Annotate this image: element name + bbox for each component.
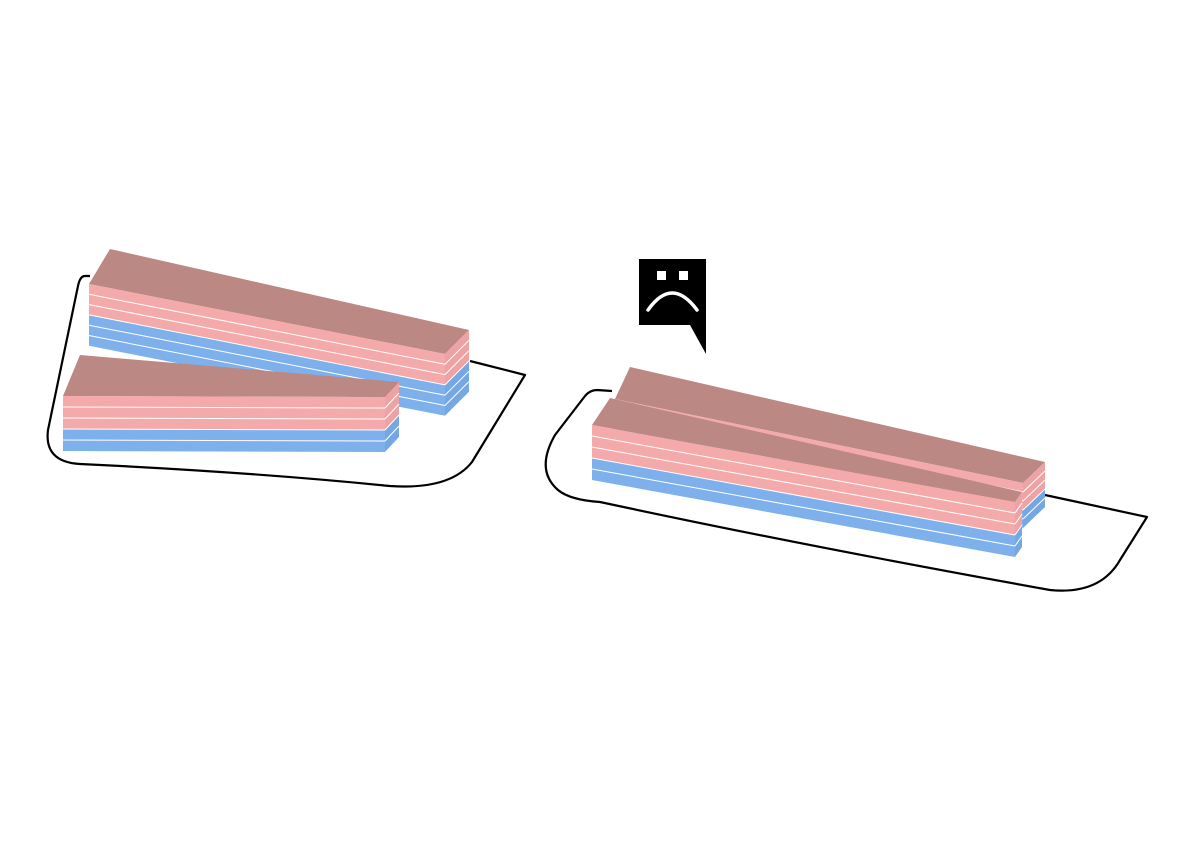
left-back-building-side-floor-4 [445, 360, 469, 396]
right-site-outline [544, 388, 1149, 592]
right-front-building-side-floor-line-1 [1014, 502, 1023, 514]
left-back-building-front-floor-4 [89, 314, 445, 396]
right-front-building-side-floor-4 [1015, 525, 1022, 546]
left-back-building-side-floor-6 [445, 381, 469, 416]
right-back-building-roof [615, 367, 1045, 483]
left-front-building-floor-line-1 [62, 406, 386, 409]
left-front-building-side-floor-1 [385, 382, 399, 408]
right-back-building-side-floor-4 [1023, 489, 1045, 519]
right-front-building-front-floor-4 [592, 458, 1015, 546]
right-back-building-side-floor-line-2 [1022, 479, 1046, 502]
left-back-building-side-floor-1 [445, 330, 469, 365]
right-front-building-floor-line-3 [591, 457, 1016, 536]
left-back-building-side-floor-line-5 [444, 381, 470, 406]
left-back-building-side-floor-5 [445, 371, 469, 406]
left-site-outline [46, 274, 527, 488]
left-front-building-side-floor-line-3 [384, 414, 400, 431]
sad-face-speech-bubble-icon [639, 259, 706, 354]
buildings-group [62, 249, 1046, 557]
right-back-building-side-floor-1 [1023, 462, 1045, 492]
left-back-building-side-floor-line-3 [444, 360, 470, 386]
face-left-eye-icon [657, 271, 666, 280]
left-back-building-roof [89, 249, 469, 354]
right-back-building-side-floor-2 [1023, 471, 1045, 501]
right-back-building-side-floor-5 [1023, 498, 1045, 528]
right-front-building-front-floor-1 [592, 425, 1015, 513]
left-back-building-side-floor-3 [445, 350, 469, 385]
right-front-building-side-floor-line-3 [1014, 524, 1023, 536]
left-front-building-front-floor-3 [63, 418, 385, 430]
left-front-building-front-floor-2 [63, 407, 385, 419]
left-back-building-side-floor-2 [445, 340, 469, 375]
left-front-building-side-floor-4 [385, 415, 399, 441]
right-front-building-side-floor-5 [1015, 536, 1022, 557]
left-front-building-side-floor-line-4 [384, 425, 400, 442]
speech-bubble-icon [639, 259, 706, 354]
left-back-building-floor-line-1 [88, 293, 446, 365]
right-front-building-floor-line-2 [591, 446, 1016, 525]
left-front-building-side-floor-line-2 [384, 403, 400, 420]
left-back-building-front-floor-2 [89, 294, 445, 375]
right-front-building-front-floor-3 [592, 447, 1015, 535]
right-back-building-side-floor-line-3 [1022, 488, 1046, 511]
left-front-building-front-floor-1 [63, 396, 385, 408]
left-front-building-side-floor-5 [385, 426, 399, 452]
right-front-building-floor-line-4 [591, 468, 1016, 547]
left-back-building-floor-line-3 [88, 314, 446, 386]
left-back-building-side-floor-line-1 [444, 339, 470, 365]
left-back-building-floor-line-2 [88, 304, 446, 376]
left-front-building-floor-line-4 [62, 439, 386, 442]
right-front-building-side-floor-line-2 [1014, 513, 1023, 525]
left-front-building-roof [63, 355, 399, 397]
right-front-building-front-floor-5 [592, 469, 1015, 557]
right-front-building-side-floor-line-4 [1014, 535, 1023, 547]
face-frown-icon [646, 291, 699, 312]
left-front-building-front-floor-5 [63, 440, 385, 452]
left-back-building-front-floor-3 [89, 304, 445, 385]
left-front-building-side-floor-line-1 [384, 392, 400, 409]
left-back-building-side-floor-line-2 [444, 350, 470, 375]
left-back-building-side-floor-line-4 [444, 370, 470, 396]
right-front-building-side-floor-3 [1015, 514, 1022, 535]
left-front-building-side-floor-2 [385, 393, 399, 419]
right-front-building-floor-line-1 [591, 435, 1016, 514]
right-back-building-front-floor-1 [615, 399, 1023, 492]
right-front-building-roof [592, 398, 1022, 502]
right-front-building-front-floor-2 [592, 436, 1015, 524]
left-front-building-side-floor-3 [385, 404, 399, 430]
right-back-building-side-floor-line-4 [1022, 497, 1046, 520]
left-back-building-front-floor-1 [89, 284, 445, 365]
left-front-building-floor-line-3 [62, 428, 386, 431]
face-right-eye-icon [679, 271, 688, 280]
right-back-building-side-floor-line-1 [1022, 470, 1046, 493]
left-front-building-front-floor-4 [63, 429, 385, 441]
right-front-building-side-floor-1 [1015, 492, 1022, 513]
left-front-building-floor-line-2 [62, 417, 386, 420]
right-front-building-side-floor-2 [1015, 503, 1022, 524]
right-back-building-side-floor-3 [1023, 480, 1045, 510]
